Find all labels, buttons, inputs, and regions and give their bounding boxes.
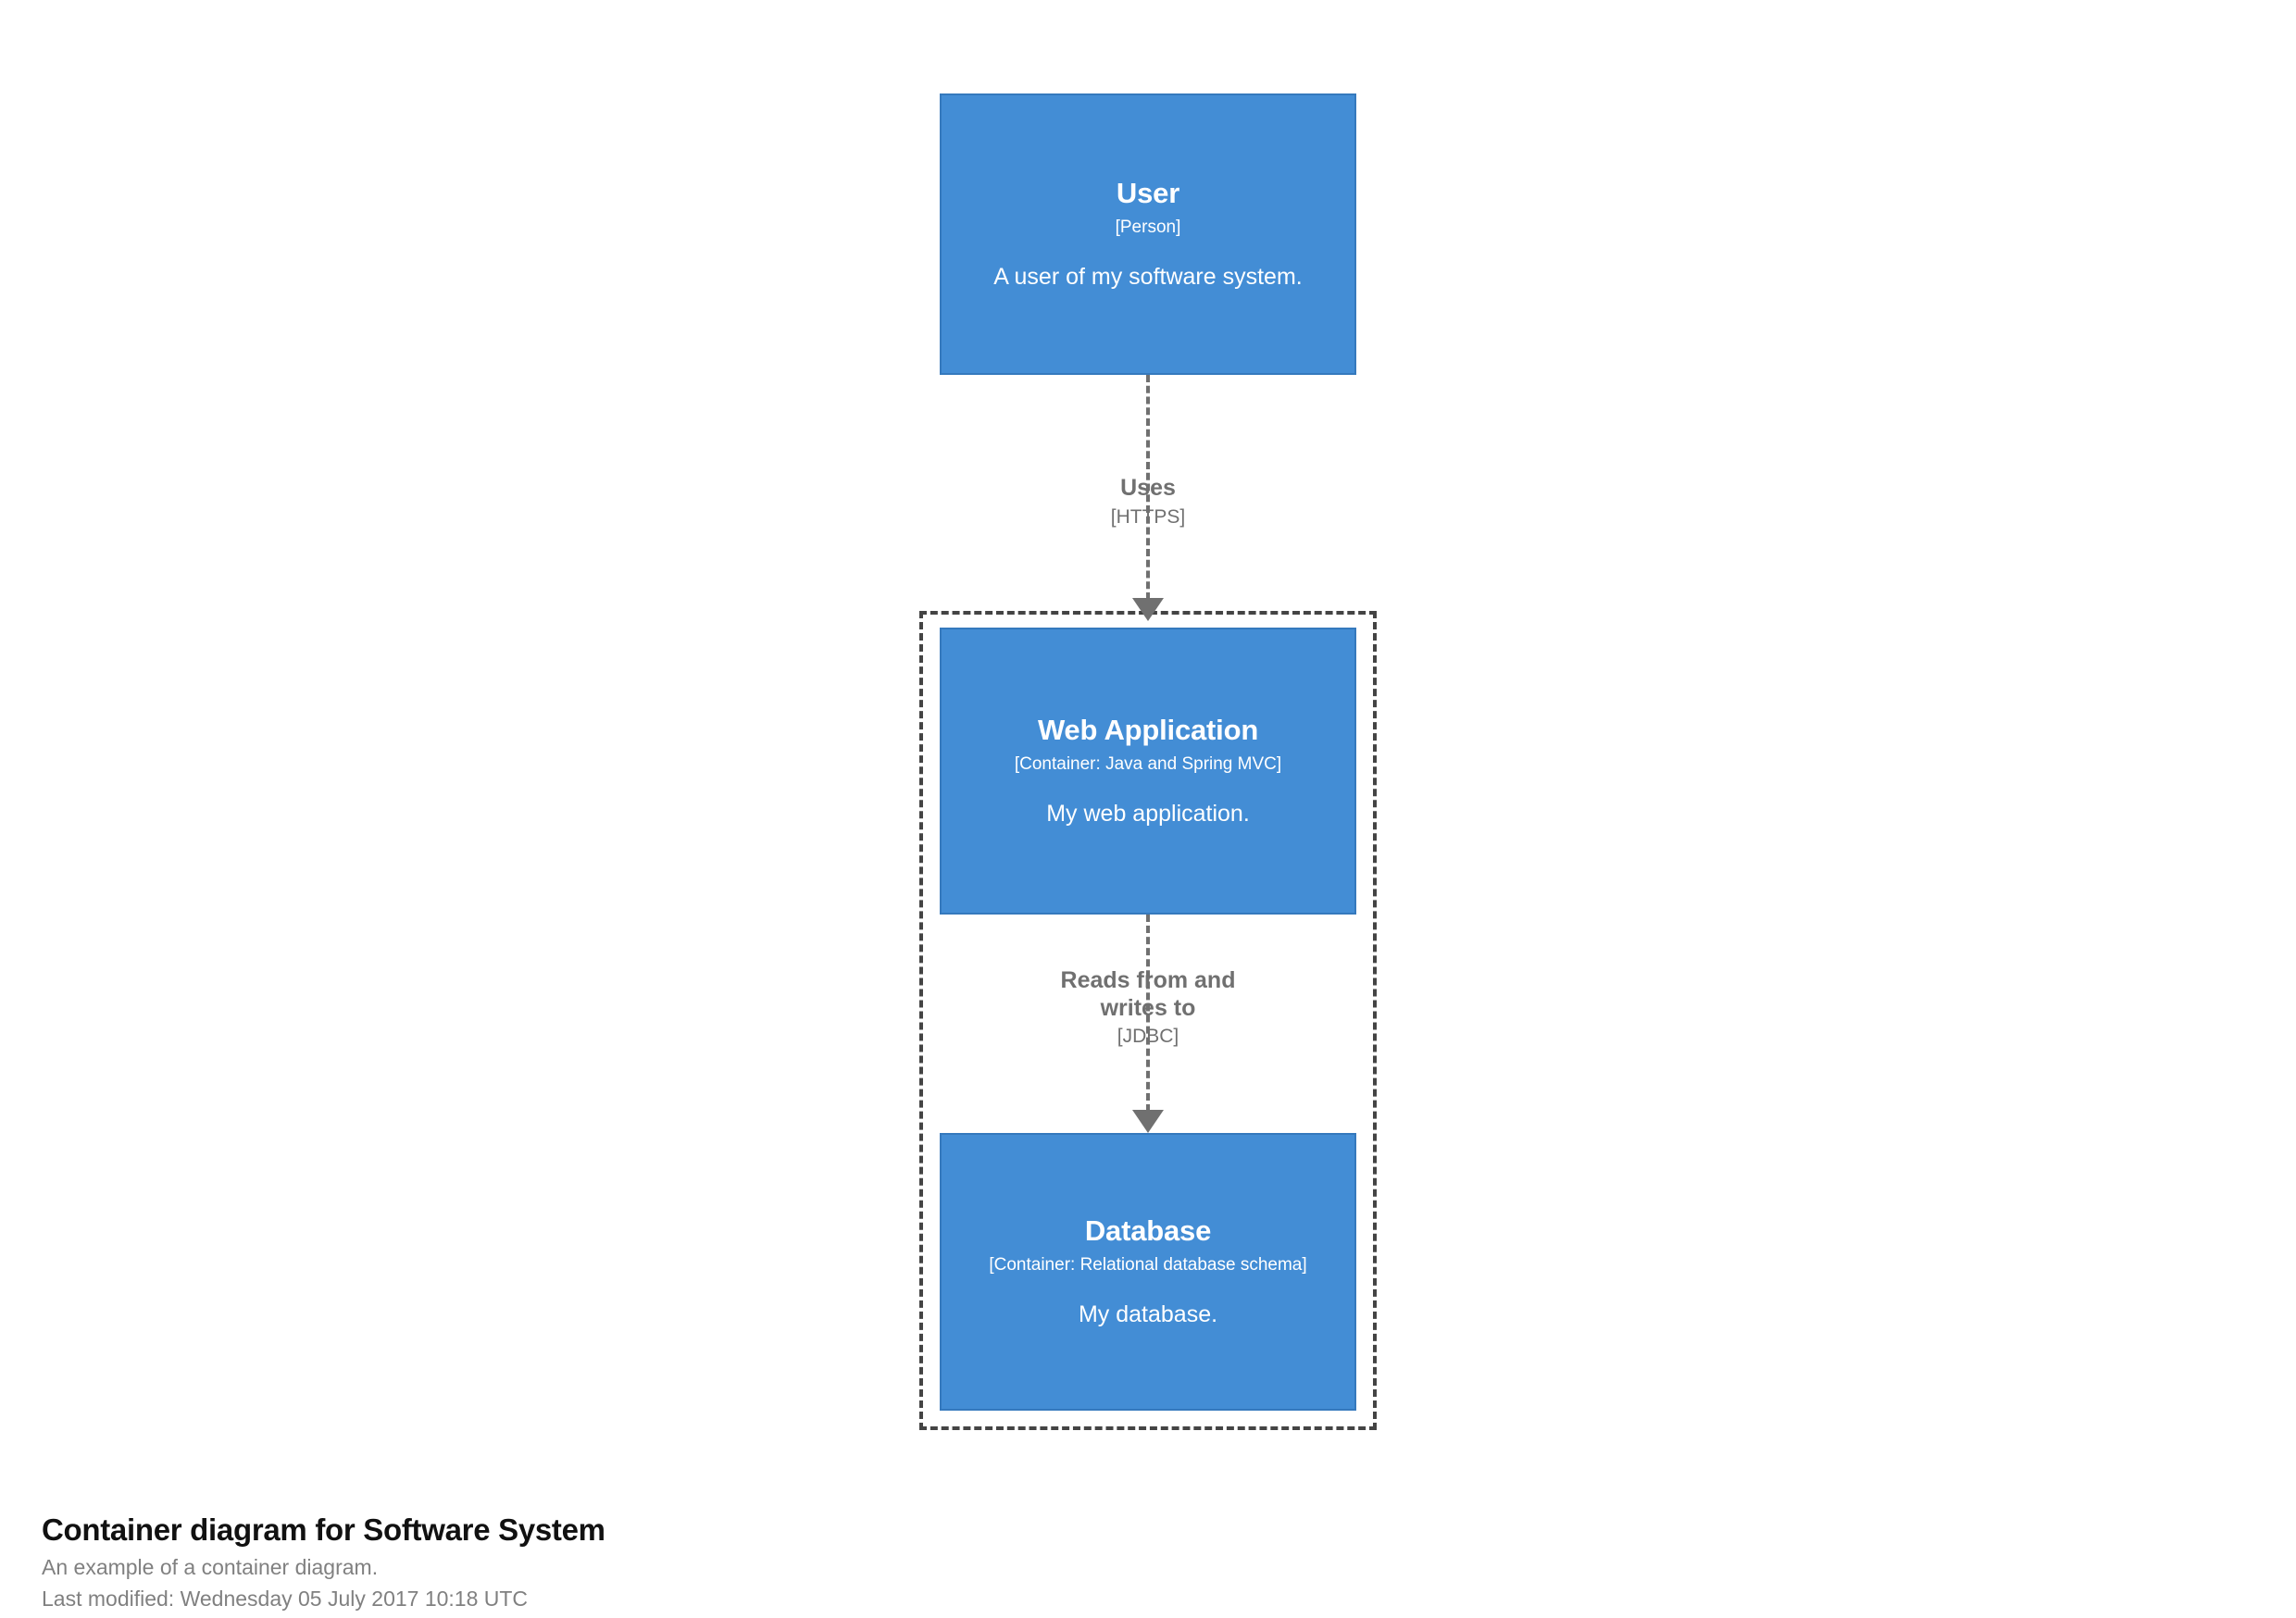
- diagram-title: Container diagram for Software System: [42, 1512, 605, 1547]
- arrowhead-icon: [1132, 598, 1164, 621]
- relationship-description-line2: writes to: [1100, 994, 1196, 1021]
- diagram-subtitle: An example of a container diagram.: [42, 1555, 379, 1580]
- element-database-technology: [Container: Relational database schema]: [989, 1254, 1307, 1275]
- element-web-application-technology: [Container: Java and Spring MVC]: [1014, 753, 1282, 774]
- relationship-line: [1146, 915, 1150, 1112]
- diagram-caption: Container diagram for Software System An…: [42, 1511, 1338, 1614]
- element-database-name: Database: [1084, 1214, 1212, 1248]
- relationship-user-to-web-application[interactable]: Uses [HTTPS]: [940, 375, 1356, 634]
- relationship-label: Reads from and writes to [JDBC]: [1061, 967, 1236, 1048]
- diagram-last-modified: Last modified: Wednesday 05 July 2017 10…: [42, 1586, 529, 1611]
- arrowhead-icon: [1132, 1110, 1164, 1133]
- element-user-description: A user of my software system.: [993, 263, 1303, 290]
- relationship-description-line1: Reads from and: [1060, 967, 1236, 993]
- element-web-application[interactable]: Web Application [Container: Java and Spr…: [940, 628, 1356, 915]
- element-database-description: My database.: [1078, 1301, 1218, 1327]
- relationship-web-application-to-database[interactable]: Reads from and writes to [JDBC]: [940, 915, 1356, 1141]
- relationship-label: Uses [HTTPS]: [1111, 475, 1186, 529]
- element-user-name: User: [1116, 177, 1180, 210]
- element-web-application-name: Web Application: [1037, 714, 1259, 747]
- element-user[interactable]: User [Person] A user of my software syst…: [940, 93, 1356, 375]
- relationship-description: Uses: [1120, 475, 1176, 501]
- element-web-application-description: My web application.: [1046, 800, 1250, 827]
- element-database[interactable]: Database [Container: Relational database…: [940, 1133, 1356, 1411]
- relationship-technology: [JDBC]: [1117, 1026, 1179, 1047]
- relationship-technology: [HTTPS]: [1110, 505, 1186, 528]
- element-user-technology: [Person]: [1115, 217, 1181, 237]
- relationship-line: [1146, 375, 1150, 600]
